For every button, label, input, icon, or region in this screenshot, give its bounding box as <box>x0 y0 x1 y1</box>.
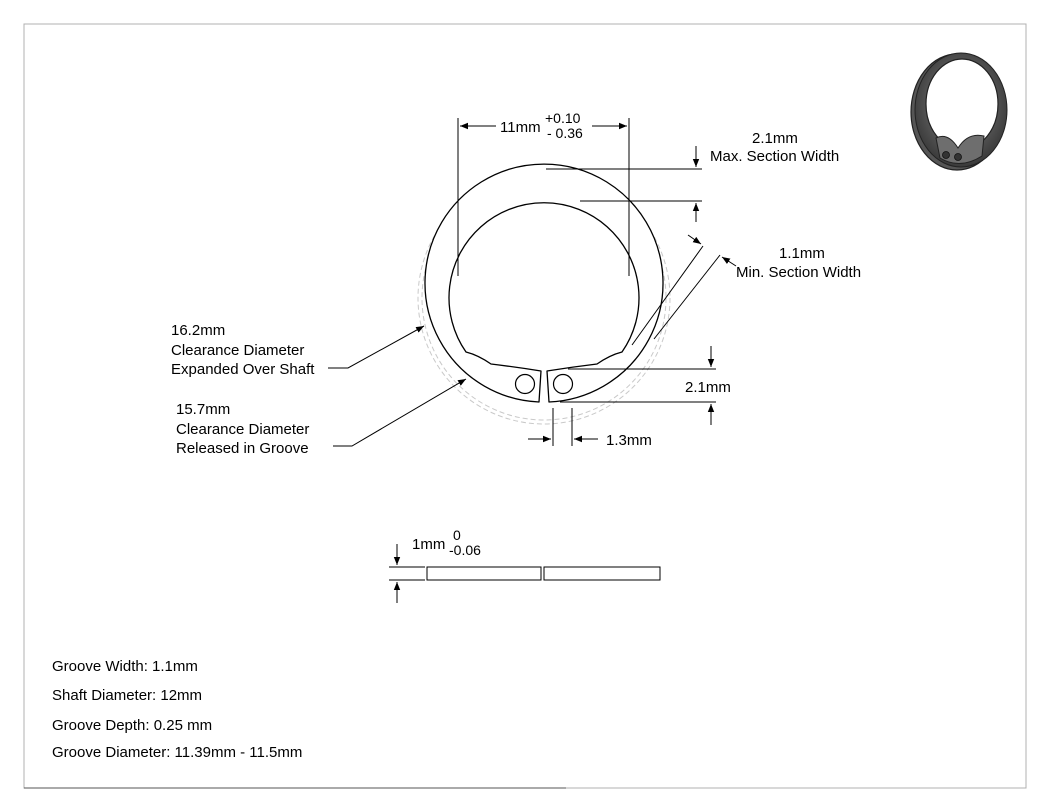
dim-outer-width <box>457 118 630 276</box>
callout-expanded-line2: Expanded Over Shaft <box>171 361 315 378</box>
outer-width-tol-minus: - 0.36 <box>547 125 583 141</box>
retaining-ring-front-view <box>424 163 664 403</box>
spec-groove-width: Groove Width: 1.1mm <box>52 658 198 675</box>
dim-lug-height <box>560 346 716 425</box>
outer-width-tol-plus: +0.10 <box>545 110 581 126</box>
min-section-value: 1.1mm <box>779 245 825 262</box>
dim-max-section <box>546 146 702 222</box>
callout-released-line2: Released in Groove <box>176 440 309 457</box>
leader-expanded <box>328 325 425 369</box>
side-view-right-half <box>543 566 661 581</box>
ring-isometric-thumbnail <box>910 52 1008 171</box>
ring-outline <box>424 163 664 403</box>
leader-released <box>333 378 467 447</box>
max-section-label: Max. Section Width <box>710 148 839 165</box>
spec-groove-depth: Groove Depth: 0.25 mm <box>52 717 213 734</box>
spec-groove-diameter: Groove Diameter: 11.39mm - 11.5mm <box>52 744 303 761</box>
gap-value: 1.3mm <box>606 432 652 449</box>
max-section-value: 2.1mm <box>752 130 798 147</box>
min-section-label: Min. Section Width <box>736 264 861 281</box>
thickness-value: 1mm <box>412 536 445 553</box>
callout-released-value: 15.7mm <box>176 401 230 418</box>
side-view-left-half <box>426 566 542 581</box>
clearance-leaders <box>328 325 467 447</box>
dim-gap <box>528 408 598 446</box>
retaining-ring-side-view <box>426 566 661 581</box>
dim-thickness <box>389 544 425 603</box>
lug-hole-right <box>552 373 574 395</box>
lug-height-value: 2.1mm <box>685 379 731 396</box>
lug-hole-left <box>514 373 536 395</box>
thickness-tol-minus: -0.06 <box>449 542 481 558</box>
outer-width-value: 11mm <box>500 119 541 136</box>
callout-expanded-line1: Clearance Diameter <box>171 342 304 359</box>
callout-expanded-value: 16.2mm <box>171 322 225 339</box>
dim-min-section <box>631 234 737 346</box>
thickness-tol-plus: 0 <box>453 527 461 543</box>
callout-released-line1: Clearance Diameter <box>176 421 309 438</box>
spec-shaft-diameter: Shaft Diameter: 12mm <box>52 687 203 704</box>
